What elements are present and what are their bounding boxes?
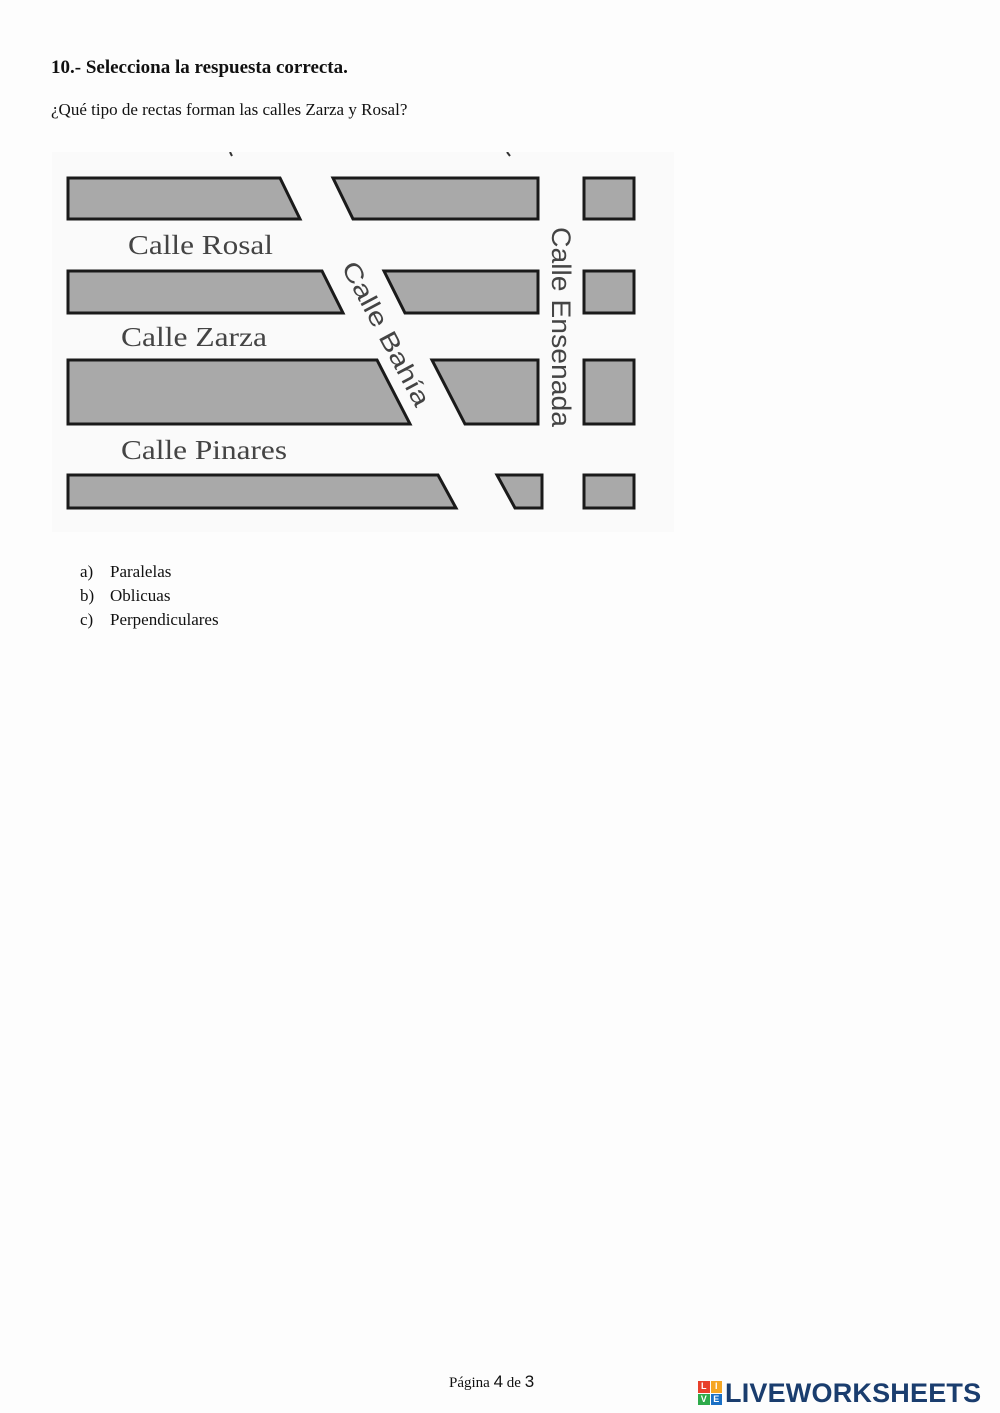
page-current: 4 xyxy=(493,1372,504,1391)
map-block xyxy=(582,358,636,426)
map-block xyxy=(66,358,413,426)
label-calle-ensenada: Calle Ensenada xyxy=(546,227,576,428)
map-block xyxy=(381,269,540,315)
map-block xyxy=(66,473,459,510)
liveworksheets-logo-icon: L I V E xyxy=(698,1381,722,1405)
option-letter: c) xyxy=(80,610,94,629)
option-label: Perpendiculares xyxy=(110,610,219,629)
label-calle-pinares: Calle Pinares xyxy=(121,435,287,465)
map-block xyxy=(582,176,636,221)
map-block xyxy=(494,473,544,510)
map-block xyxy=(582,269,636,315)
label-calle-rosal: Calle Rosal xyxy=(128,230,273,260)
map-block xyxy=(582,473,636,510)
option-c[interactable]: c) Perpendiculares xyxy=(80,609,219,633)
question-title: 10.- Selecciona la respuesta correcta. xyxy=(51,57,348,78)
question-text: ¿Qué tipo de rectas forman las calles Za… xyxy=(51,100,408,119)
label-calle-zarza: Calle Zarza xyxy=(121,322,267,352)
answer-options: a) Paralelas b) Oblicuas c) Perpendiculares xyxy=(80,561,219,633)
page-total: 3 xyxy=(524,1372,535,1391)
footer-middle: de xyxy=(506,1375,521,1391)
brand-name: LIVEWORKSHEETS xyxy=(725,1377,982,1408)
map-block xyxy=(429,358,540,426)
footer-prefix: Página xyxy=(449,1375,490,1391)
option-letter: a) xyxy=(80,562,94,581)
option-label: Oblicuas xyxy=(110,586,171,605)
liveworksheets-brand: L I V E LIVEWORKSHEETS xyxy=(698,1378,981,1408)
map-block xyxy=(66,269,346,315)
option-letter: b) xyxy=(80,586,95,605)
option-label: Paralelas xyxy=(110,562,172,581)
option-a[interactable]: a) Paralelas xyxy=(80,561,219,585)
page-footer: Página 4 de 3 xyxy=(449,1372,534,1392)
map-block xyxy=(330,176,540,221)
option-b[interactable]: b) Oblicuas xyxy=(80,585,219,609)
map-block xyxy=(66,176,303,221)
street-map: Calle Rosal Calle Zarza Calle Pinares Ca… xyxy=(52,152,674,532)
